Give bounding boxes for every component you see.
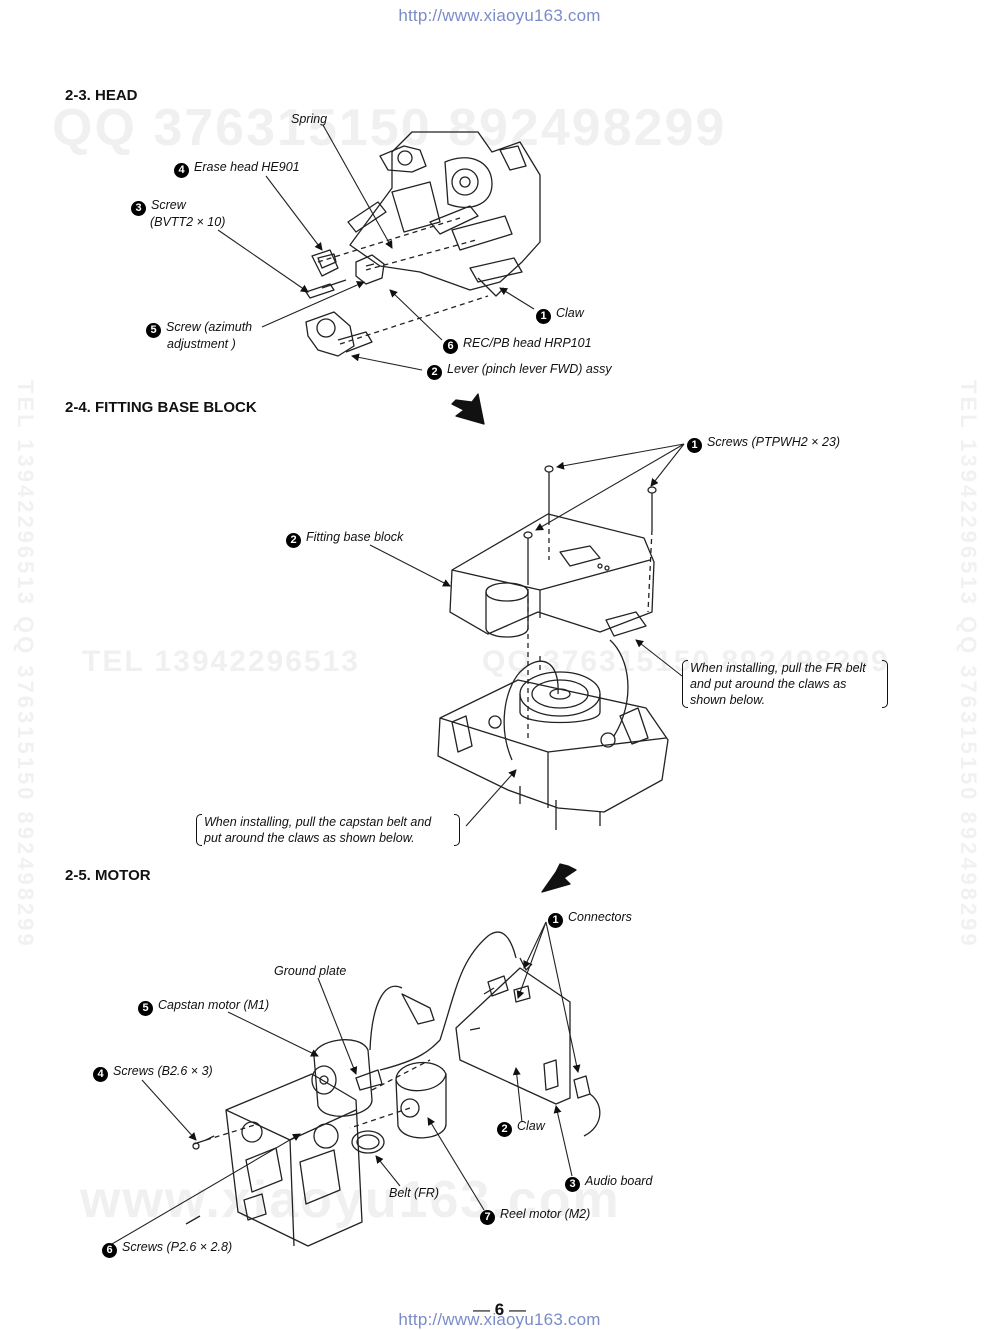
bracket-left xyxy=(196,814,202,846)
page-number-text: 6 xyxy=(494,1300,505,1319)
callout-2-badge: 2 xyxy=(286,533,301,548)
reel-motor-text: Reel motor (M2) xyxy=(500,1207,591,1221)
lever-text: Lever (pinch lever FWD) assy xyxy=(447,362,612,376)
watermark-tel-mid: TEL 13942296513 xyxy=(82,645,360,678)
watermark-www-bottom: www.xiaoyu163.com xyxy=(80,1171,621,1229)
label-azimuth-screw-line2: adjustment ) xyxy=(167,337,236,351)
bracket-right xyxy=(454,814,460,846)
note-capstan-belt: When installing, pull the capstan belt a… xyxy=(196,814,460,846)
callout-2-badge: 2 xyxy=(427,365,442,380)
section-title-head: 2-3. HEAD xyxy=(65,87,138,104)
header-url-link[interactable]: http://www.xiaoyu163.com xyxy=(398,6,601,25)
watermark-qq-top: QQ 376315150 892498299 xyxy=(52,99,727,157)
note-capstan-belt-text: When installing, pull the capstan belt a… xyxy=(204,815,432,845)
capstan-motor-text: Capstan motor (M1) xyxy=(158,998,270,1012)
connectors-text: Connectors xyxy=(568,910,632,924)
label-claw-motor: 2 Claw xyxy=(497,1119,545,1137)
fitting-base-drawing xyxy=(437,465,669,830)
label-claw-head: 1 Claw xyxy=(536,306,584,324)
watermark-vertical-right: TEL 13942296513 QQ 376315150 892498299 xyxy=(956,380,981,949)
callout-2-badge: 2 xyxy=(497,1122,512,1137)
fitting-base-text: Fitting base block xyxy=(306,530,404,544)
footer-url-link[interactable]: http://www.xiaoyu163.com xyxy=(398,1310,601,1329)
section-title-fitting-base: 2-4. FITTING BASE BLOCK xyxy=(65,399,257,416)
audio-board-text: Audio board xyxy=(585,1174,653,1188)
label-erase-head: 4 Erase head HE901 xyxy=(174,160,300,178)
callout-7-badge: 7 xyxy=(480,1210,495,1225)
label-screw-bvtt2: 3 Screw xyxy=(131,198,186,216)
callout-5-badge: 5 xyxy=(138,1001,153,1016)
arrow-down-left-icon xyxy=(541,863,577,893)
callout-6-badge: 6 xyxy=(102,1243,117,1258)
page-number: — 6 — xyxy=(0,1300,999,1320)
label-reel-motor: 7 Reel motor (M2) xyxy=(480,1207,590,1225)
screw-text-line1: Screw xyxy=(151,198,186,212)
motor-drawing xyxy=(185,931,601,1247)
screws-ptpwh2-text: Screws (PTPWH2 × 23) xyxy=(707,435,841,449)
callout-1-badge: 1 xyxy=(548,913,563,928)
label-screws-p26: 6 Screws (P2.6 × 2.8) xyxy=(102,1240,232,1258)
section-title-motor: 2-5. MOTOR xyxy=(65,867,151,884)
watermark-vertical-left: TEL 13942296513 QQ 376315150 892498299 xyxy=(13,380,38,949)
arrow-down-right-icon xyxy=(451,393,485,425)
callout-6-badge: 6 xyxy=(443,339,458,354)
claw-text: Claw xyxy=(556,306,584,320)
note-fr-belt-text: When installing, pull the FR belt and pu… xyxy=(690,661,866,707)
label-ground-plate: Ground plate xyxy=(274,964,347,978)
page-dash-left: — xyxy=(473,1300,495,1319)
claw-motor-text: Claw xyxy=(517,1119,545,1133)
callout-3-badge: 3 xyxy=(131,201,146,216)
note-fr-belt: When installing, pull the FR belt and pu… xyxy=(682,660,888,708)
screws-b26-text: Screws (B2.6 × 3) xyxy=(113,1064,213,1078)
azimuth-text-line1: Screw (azimuth xyxy=(166,320,253,334)
label-fitting-base: 2 Fitting base block xyxy=(286,530,403,548)
screws-p26-text: Screws (P2.6 × 2.8) xyxy=(122,1240,233,1254)
callout-3-badge: 3 xyxy=(565,1177,580,1192)
label-recpb-head: 6 REC/PB head HRP101 xyxy=(443,336,592,354)
label-connectors: 1 Connectors xyxy=(548,910,632,928)
label-spring: Spring xyxy=(291,112,328,126)
callout-4-badge: 4 xyxy=(93,1067,108,1082)
label-azimuth-screw: 5 Screw (azimuth xyxy=(146,320,252,338)
page-dash-right: — xyxy=(504,1300,526,1319)
bracket-left xyxy=(682,660,688,708)
label-screw-bvtt2-spec: (BVTT2 × 10) xyxy=(150,215,226,229)
label-belt-fr: Belt (FR) xyxy=(389,1186,439,1200)
callout-1-badge: 1 xyxy=(536,309,551,324)
bracket-right xyxy=(882,660,888,708)
callout-5-badge: 5 xyxy=(146,323,161,338)
label-pinch-lever: 2 Lever (pinch lever FWD) assy xyxy=(427,362,612,380)
erase-head-text: Erase head HE901 xyxy=(194,160,300,174)
label-screws-b26: 4 Screws (B2.6 × 3) xyxy=(93,1064,213,1082)
callout-4-badge: 4 xyxy=(174,163,189,178)
label-screws-ptpwh2: 1 Screws (PTPWH2 × 23) xyxy=(687,435,840,453)
recpb-text: REC/PB head HRP101 xyxy=(463,336,592,350)
label-audio-board: 3 Audio board xyxy=(565,1174,652,1192)
callout-1-badge: 1 xyxy=(687,438,702,453)
label-capstan-motor: 5 Capstan motor (M1) xyxy=(138,998,269,1016)
